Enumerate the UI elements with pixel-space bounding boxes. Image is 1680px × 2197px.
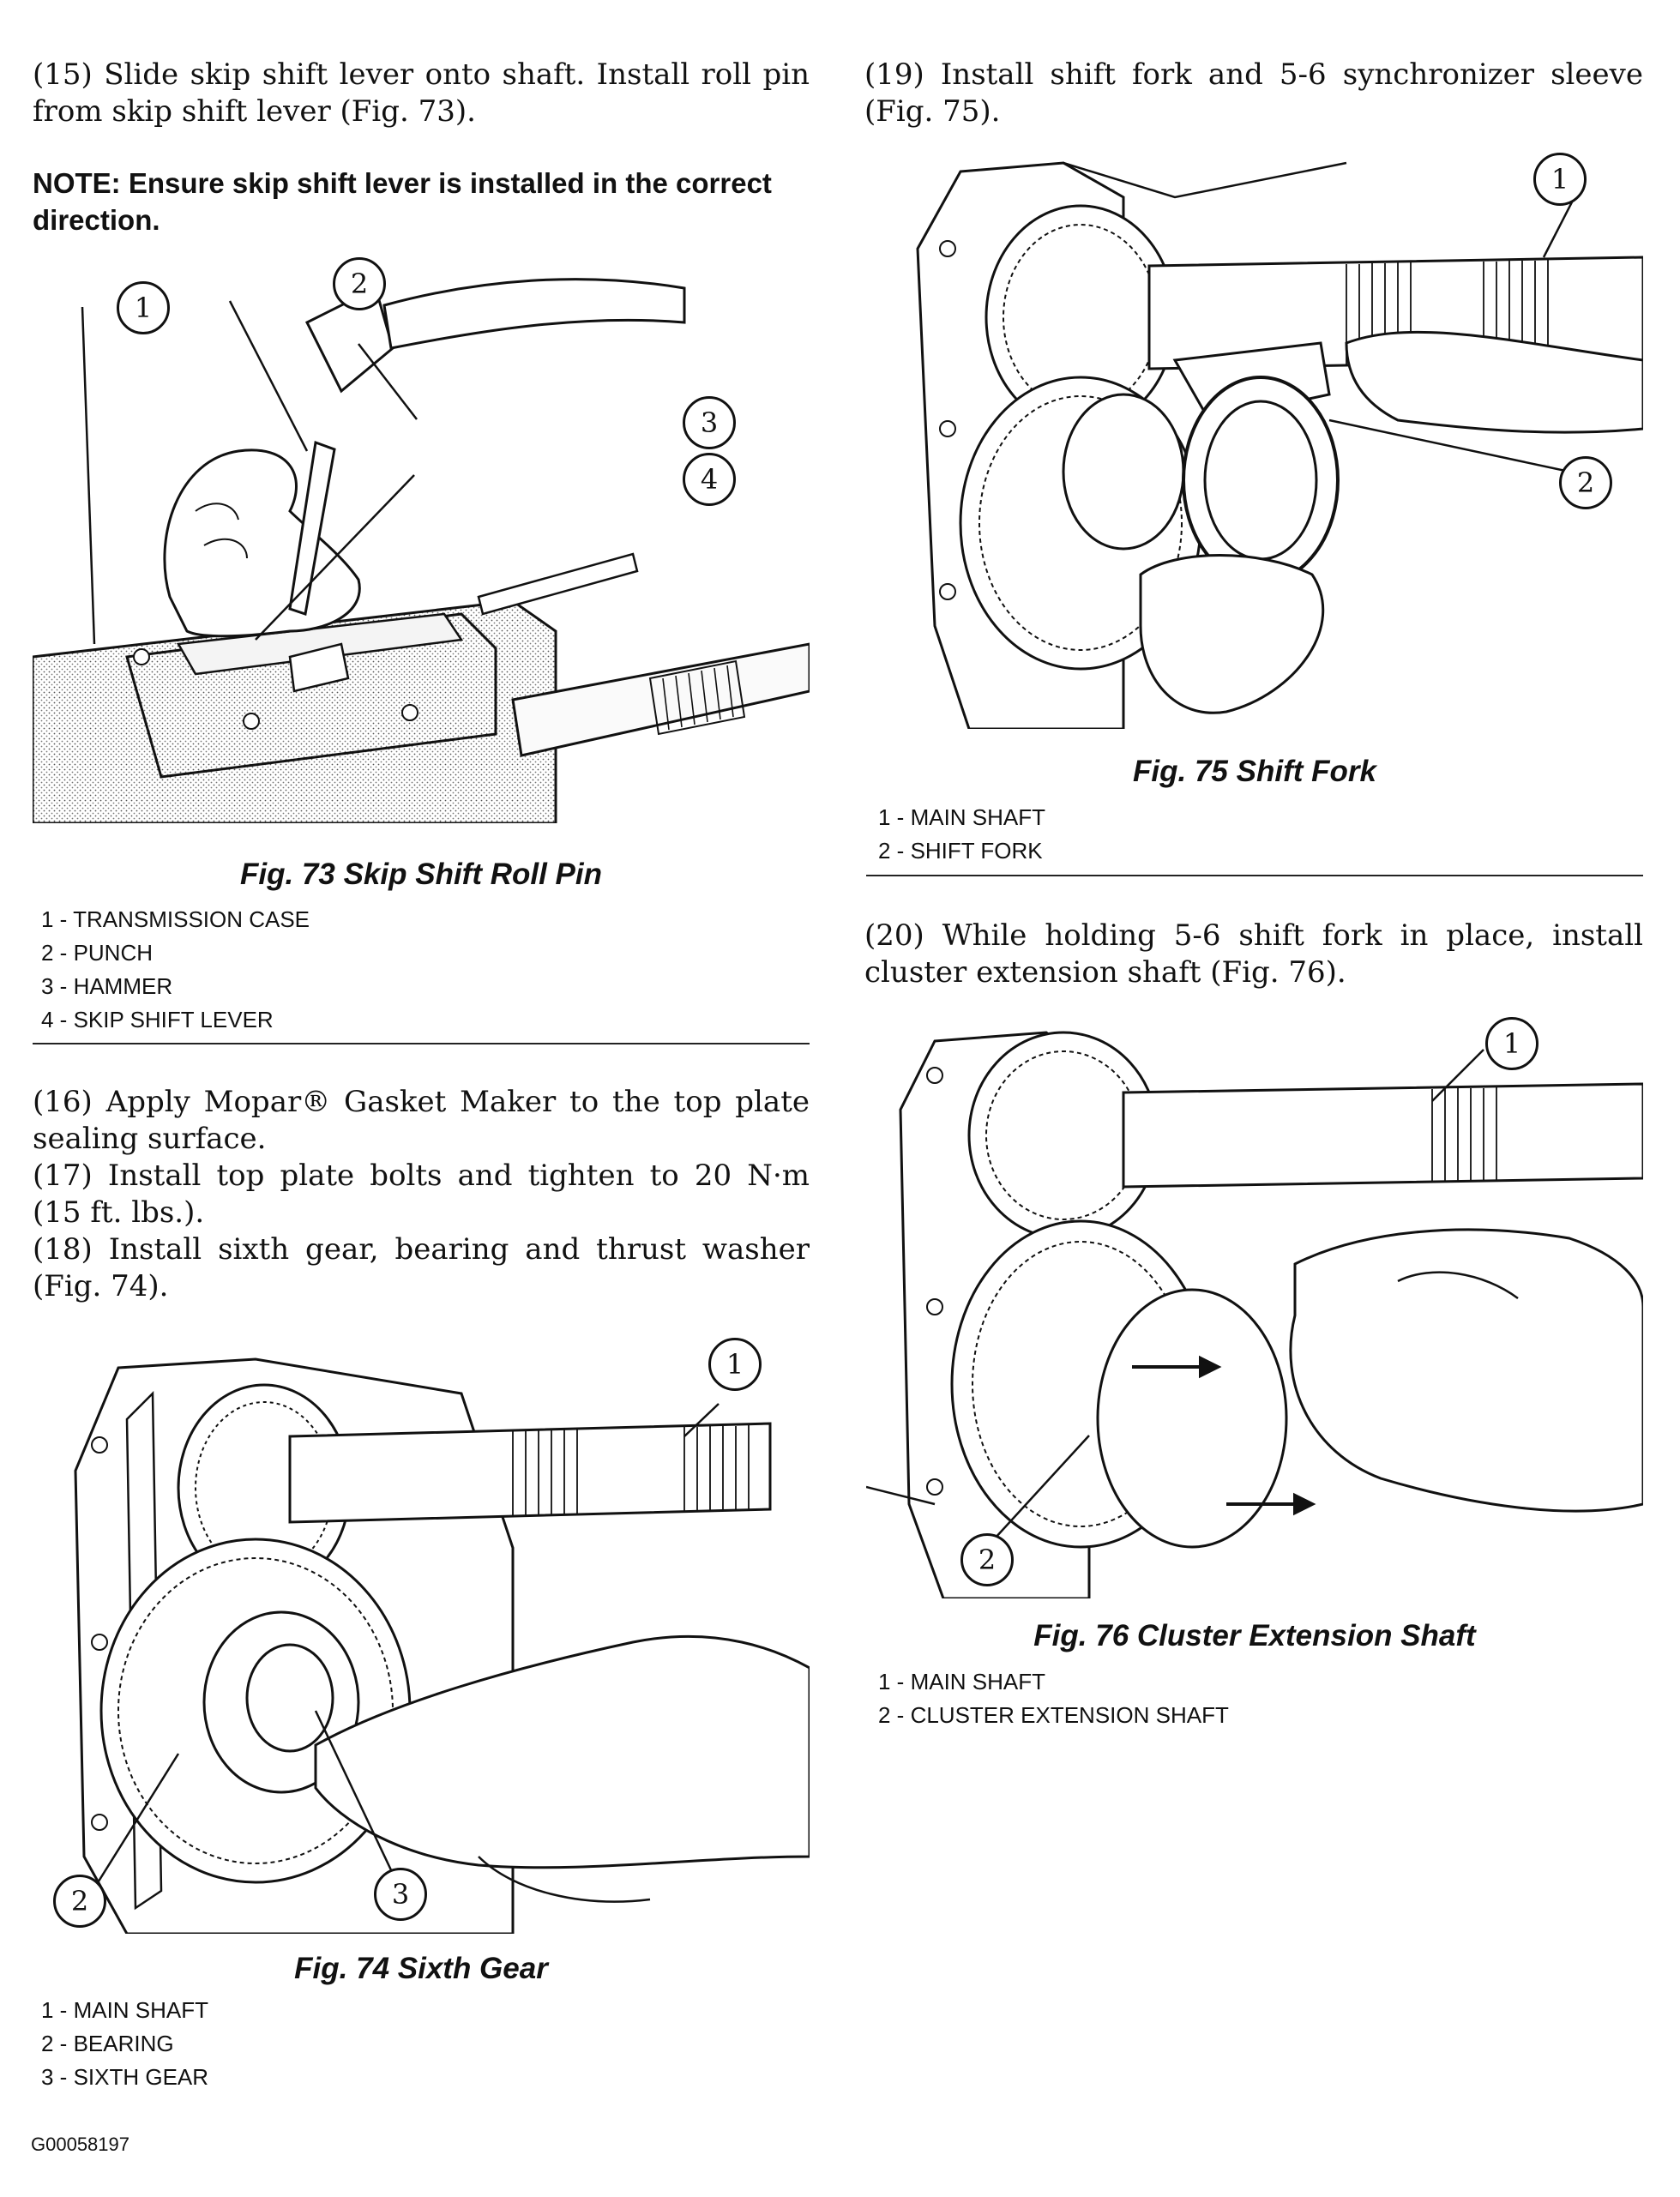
- fig-76-caption: Fig. 76 Cluster Extension Shaft: [1033, 1619, 1476, 1652]
- divider: [33, 1043, 810, 1044]
- fig-74-callout-3: 2: [53, 1875, 106, 1928]
- fig-75-legend-item: 2 - SHIFT FORK: [878, 838, 1043, 864]
- step-16-text: (16) Apply Mopar® Gasket Maker to the to…: [33, 1085, 810, 1156]
- step-20-text: (20) While holding 5-6 shift fork in pla…: [864, 918, 1643, 990]
- fig-73-legend-item: 2 - PUNCH: [41, 940, 154, 966]
- fig-76-drawing: [866, 1031, 1643, 1598]
- fig-74-legend-item: 2 - BEARING: [41, 2031, 174, 2056]
- fig-73-legend-item: 4 - SKIP SHIFT LEVER: [41, 1007, 274, 1032]
- fig-74-drawing: [74, 1357, 810, 1934]
- fig-73-callout-2: 2: [333, 257, 386, 310]
- fig-73-legend: 1 - TRANSMISSION CASE 2 - PUNCH 3 - HAMM…: [41, 903, 310, 1037]
- fig-76-callout-2: 2: [960, 1533, 1014, 1586]
- divider: [866, 875, 1643, 876]
- fig-74-legend-item: 1 - MAIN SHAFT: [41, 1997, 209, 2023]
- fig-74-illustration: [33, 1342, 810, 1934]
- fig-73-callout-3: 3: [683, 396, 736, 449]
- step-18-text: (18) Install sixth gear, bearing and thr…: [33, 1232, 810, 1303]
- note-text: NOTE: Ensure skip shift lever is install…: [33, 167, 772, 236]
- fig-76-legend-item: 2 - CLUSTER EXTENSION SHAFT: [878, 1702, 1229, 1728]
- fig-73-legend-item: 1 - TRANSMISSION CASE: [41, 906, 310, 932]
- fig-75-drawing: [916, 161, 1643, 729]
- fig-75-legend-item: 1 - MAIN SHAFT: [878, 804, 1046, 830]
- step-19-text: (19) Install shift fork and 5-6 synchron…: [864, 57, 1643, 129]
- fig-76-legend: 1 - MAIN SHAFT 2 - CLUSTER EXTENSION SHA…: [878, 1665, 1229, 1732]
- step-17-text: (17) Install top plate bolts and tighten…: [33, 1159, 810, 1230]
- fig-73-illustration: [33, 254, 810, 823]
- fig-75-caption: Fig. 75 Shift Fork: [1133, 755, 1376, 788]
- figure-code: G00058197: [31, 2134, 129, 2155]
- fig-74-caption: Fig. 74 Sixth Gear: [294, 1952, 548, 1985]
- fig-75-callout-2: 2: [1559, 456, 1612, 509]
- fig-75-callout-1: 1: [1533, 153, 1587, 206]
- fig-76-illustration: [866, 1024, 1643, 1598]
- fig-76-callout-1: 1: [1485, 1017, 1538, 1070]
- fig-73-drawing: [33, 278, 810, 823]
- fig-74-callout-1: 1: [708, 1338, 762, 1391]
- step-15-text: (15) Slide skip shift lever onto shaft. …: [33, 57, 810, 129]
- fig-73-callout-4: 4: [683, 453, 736, 506]
- fig-75-legend: 1 - MAIN SHAFT 2 - SHIFT FORK: [878, 801, 1045, 868]
- fig-73-legend-item: 3 - HAMMER: [41, 973, 173, 999]
- fig-74-legend-item: 3 - SIXTH GEAR: [41, 2064, 209, 2090]
- fig-74-legend: 1 - MAIN SHAFT 2 - BEARING 3 - SIXTH GEA…: [41, 1994, 208, 2094]
- fig-73-callout-1: 1: [117, 281, 170, 334]
- fig-74-callout-2: 3: [374, 1868, 427, 1921]
- fig-73-caption: Fig. 73 Skip Shift Roll Pin: [240, 858, 602, 891]
- fig-76-legend-item: 1 - MAIN SHAFT: [878, 1669, 1046, 1694]
- fig-75-illustration: [866, 146, 1643, 729]
